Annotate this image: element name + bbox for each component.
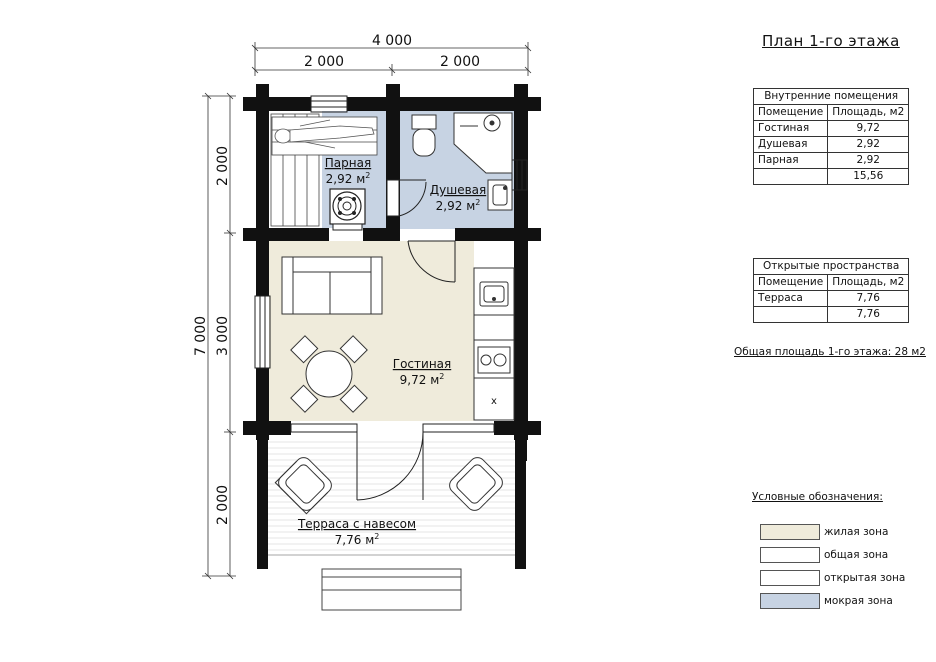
shower-door — [386, 179, 427, 217]
dim-left-mid: 3 000 — [215, 316, 231, 356]
table-row: Душевая 2,92 — [752, 136, 910, 153]
plan-title: План 1-го этажа — [762, 32, 900, 50]
legend-label: мокрая зона — [824, 595, 893, 607]
open-header-room: Помещение — [752, 274, 829, 291]
area-total-cell: 7,76 — [827, 306, 910, 323]
dining-table-icon — [290, 335, 368, 413]
table-row: Гостиная 9,72 — [752, 120, 910, 137]
legend-label: открытая зона — [824, 572, 906, 584]
legend-title: Условные обозначения: — [752, 491, 883, 503]
room-cell: Парная — [752, 152, 829, 169]
armchair-icon — [274, 457, 332, 515]
dim-top-total: 4 000 — [372, 33, 412, 49]
legend-label: общая зона — [824, 549, 889, 561]
table-row: Парная 2,92 — [752, 152, 910, 169]
legend-swatch — [760, 593, 820, 609]
top-window-gap — [311, 97, 347, 111]
room-label-parnaya: Парная 2,92 м2 — [325, 156, 371, 186]
room-label-dushevaya: Душевая 2,92 м2 — [430, 183, 486, 213]
window-left — [254, 295, 271, 369]
legend-label: жилая зона — [824, 526, 889, 538]
room-label-gostinaya: Гостиная 9,72 м2 — [393, 357, 451, 387]
terrace-door — [290, 423, 495, 501]
window-top — [310, 95, 348, 113]
room-cell — [752, 306, 829, 323]
room-area-gostinaya: 9,72 м2 — [400, 372, 445, 387]
washbasin-icon — [487, 179, 513, 211]
dim-top-left: 2 000 — [304, 54, 344, 70]
stove-icon — [329, 188, 366, 231]
shower-door-gap — [387, 180, 399, 216]
room-cell: Терраса — [752, 290, 829, 307]
living-door — [407, 240, 456, 283]
total-area: Общая площадь 1-го этажа: 28 м2 — [734, 346, 926, 358]
area-cell: 2,92 — [827, 136, 910, 153]
open-spaces-table: Открытые пространства Помещение Площадь,… — [752, 258, 910, 323]
dim-left-bottom: 2 000 — [215, 485, 231, 525]
legend-swatch — [760, 570, 820, 586]
legend-swatch — [760, 547, 820, 563]
legend-swatch — [760, 524, 820, 540]
room-cell — [752, 168, 829, 185]
window-shower — [511, 159, 528, 191]
table-row: 15,56 — [752, 168, 910, 185]
room-cell: Душевая — [752, 136, 829, 153]
interior-header-room: Помещение — [752, 104, 829, 121]
interior-header-area: Площадь, м2 — [827, 104, 910, 121]
room-cell: Гостиная — [752, 120, 829, 137]
area-cell: 2,92 — [827, 152, 910, 169]
area-cell: 7,76 — [827, 290, 910, 307]
terrace-steps — [321, 568, 462, 611]
open-header-area: Площадь, м2 — [827, 274, 910, 291]
open-table-caption: Открытые пространства — [752, 258, 910, 275]
steam-door-gap — [329, 228, 363, 241]
armchair-icon — [449, 457, 503, 511]
dimension-lines — [202, 42, 532, 580]
area-total-cell: 15,56 — [827, 168, 910, 185]
room-label-terrasa: Терраса с навесом 7,76 м2 — [297, 517, 416, 547]
table-row: Терраса 7,76 — [752, 290, 910, 307]
room-name-dushevaya: Душевая — [430, 183, 486, 197]
dim-left-total: 7 000 — [193, 316, 209, 356]
sofa-icon — [281, 256, 383, 315]
dim-left-top: 2 000 — [215, 146, 231, 186]
room-area-dushevaya: 2,92 м2 — [436, 198, 481, 213]
interior-rooms-table: Внутренние помещения Помещение Площадь, … — [752, 88, 910, 185]
person-icon — [274, 119, 375, 149]
room-area-terrasa: 7,76 м2 — [335, 532, 380, 547]
fridge-mark: x — [491, 396, 497, 407]
shower-icon — [453, 112, 513, 174]
dimension-labels: 4 000 2 000 2 000 7 000 2 000 3 000 2 00… — [193, 33, 480, 525]
toilet-icon — [411, 114, 437, 157]
interior-table-caption: Внутренние помещения — [752, 88, 910, 105]
sink-icon — [479, 281, 509, 307]
room-name-terrasa: Терраса с навесом — [297, 517, 416, 531]
cooktop-icon — [477, 346, 511, 374]
room-name-gostinaya: Гостиная — [393, 357, 451, 371]
left-window-gap — [256, 296, 269, 368]
dim-top-right: 2 000 — [440, 54, 480, 70]
room-area-parnaya: 2,92 м2 — [326, 171, 371, 186]
table-row: 7,76 — [752, 306, 910, 323]
area-cell: 9,72 — [827, 120, 910, 137]
room-name-parnaya: Парная — [325, 156, 371, 170]
